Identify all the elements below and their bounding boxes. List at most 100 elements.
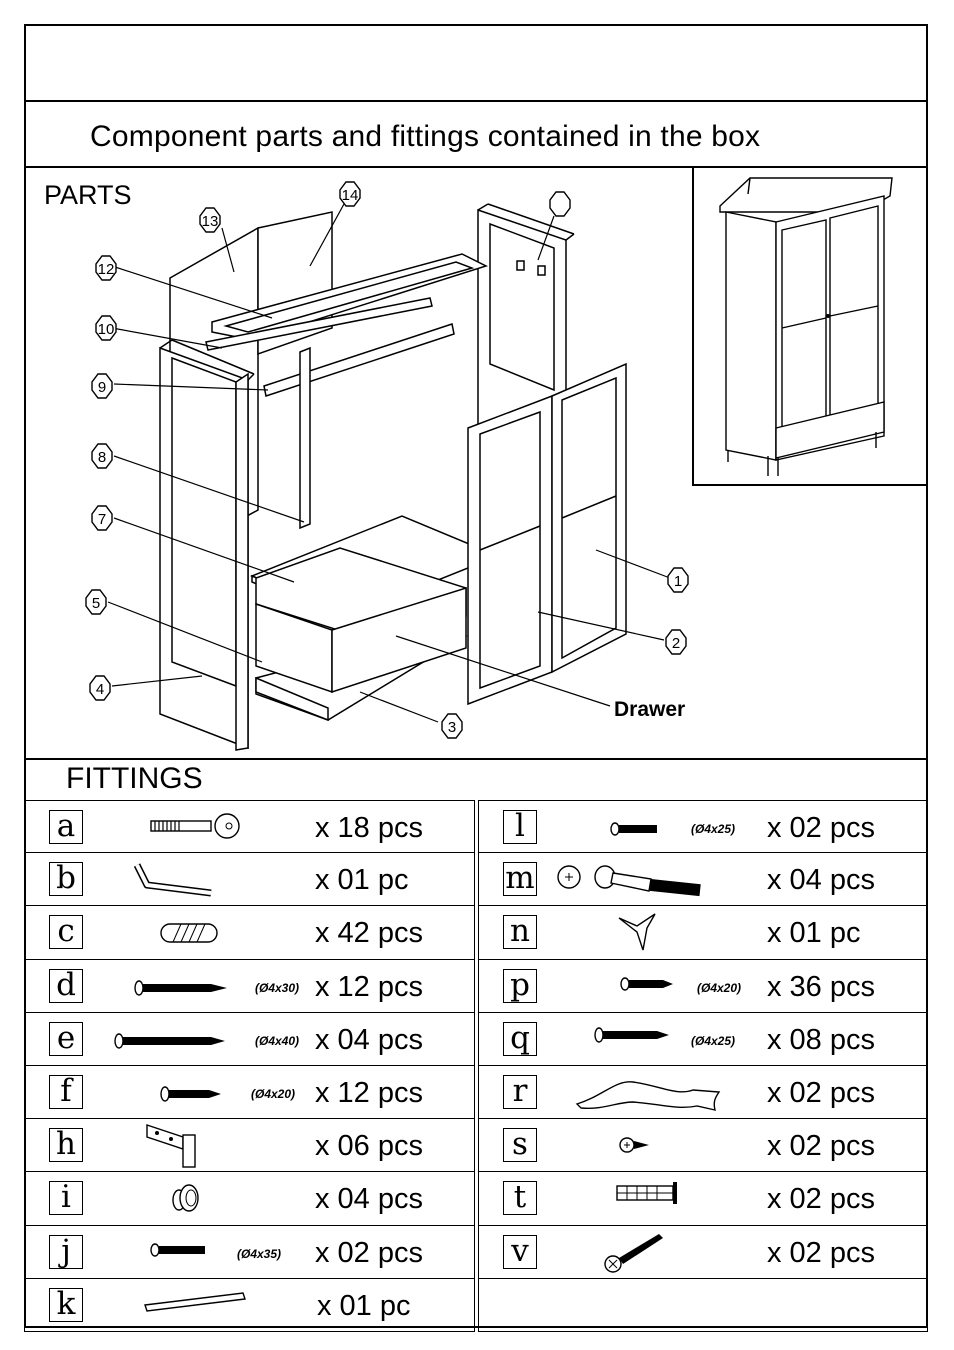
rail-bracket-icon [575, 1081, 721, 1111]
parts-heading: PARTS [44, 180, 132, 210]
fitting-spec: (Ø4x25) [691, 822, 736, 836]
y-bracket-icon [618, 913, 656, 951]
fitting-letter: r [503, 1074, 537, 1109]
fitting-quantity: x 12 pcs [315, 1076, 423, 1109]
centre-post [299, 346, 311, 530]
fitting-row: b x 01 pc [24, 853, 475, 907]
fitting-letter: t [503, 1181, 537, 1216]
part-number-8: 8 [91, 443, 113, 469]
fitting-row: t x 02 pcs [478, 1172, 928, 1226]
fitting-row: q (Ø4x25) x 08 pcs [478, 1012, 928, 1066]
fitting-row: k x 01 pc [24, 1278, 475, 1332]
fitting-row: i x 04 pcs [24, 1172, 475, 1226]
fitting-letter: k [49, 1287, 83, 1322]
fitting-quantity: x 42 pcs [315, 917, 423, 950]
svg-text:12: 12 [98, 261, 115, 278]
part-number-13: 14 [339, 181, 361, 207]
fitting-row: v x 02 pcs [478, 1225, 928, 1279]
part-number-14 [549, 191, 571, 217]
fittings-heading: FITTINGS [66, 762, 203, 795]
fitting-quantity: x 02 pcs [767, 812, 875, 844]
fittings-divider [24, 758, 928, 802]
fitting-letter: c [49, 915, 83, 950]
svg-text:7: 7 [98, 511, 106, 528]
empty-row [478, 1278, 928, 1332]
fitting-spec: (Ø4x35) [237, 1246, 282, 1261]
fitting-letter: d [49, 968, 83, 1003]
top-rail [205, 297, 433, 351]
fitting-quantity: x 02 pcs [767, 1076, 875, 1109]
fitting-letter: a [49, 810, 83, 844]
part-number-10: 10 [95, 315, 117, 341]
top-back-rail [263, 323, 455, 397]
fitting-spec: (Ø4x20) [251, 1086, 296, 1101]
page-title: Component parts and fittings contained i… [90, 120, 761, 153]
fitting-row: e (Ø4x40) x 04 pcs [24, 1012, 475, 1066]
svg-text:13: 13 [202, 213, 219, 230]
fitting-spec: (Ø4x25) [691, 1033, 736, 1048]
machine-screw-icon [610, 822, 657, 836]
part-number-4: 4 [89, 675, 111, 701]
fitting-letter: s [503, 1128, 537, 1163]
fittings-column-left: a x 18 pcs b x 01 pc c x 42 pcs d [24, 800, 475, 1332]
fitting-letter: b [49, 862, 83, 897]
screw-icon [620, 976, 673, 991]
screw-icon [134, 979, 227, 996]
fitting-letter: j [49, 1234, 83, 1269]
screw-icon [594, 1027, 669, 1043]
allen-key-icon [133, 863, 212, 897]
fitting-quantity: x 01 pc [315, 864, 409, 897]
part-number-11: 12 [95, 255, 117, 281]
exploded-parts-diagram: 12 10 9 8 7 5 4 13 14 1 2 3 [85, 181, 689, 751]
part-number-2: 2 [665, 629, 687, 655]
fitting-quantity: x 01 pc [317, 1289, 411, 1322]
knob-icon [172, 1184, 199, 1213]
fitting-row: s x 02 pcs [478, 1119, 928, 1173]
fitting-quantity: x 02 pcs [767, 1183, 875, 1216]
long-screw-icon [114, 1033, 225, 1049]
fitting-row: p (Ø4x20) x 36 pcs [478, 959, 928, 1013]
part-number-1: 1 [667, 567, 689, 593]
fitting-letter: e [49, 1021, 83, 1056]
fitting-quantity: x 01 pc [767, 917, 861, 950]
fitting-row: c x 42 pcs [24, 906, 475, 960]
wall-plug-icon [616, 1182, 677, 1205]
svg-text:3: 3 [448, 719, 456, 736]
fitting-letter: m [503, 862, 537, 897]
machine-screw-icon [150, 1242, 205, 1257]
fitting-row: r x 02 pcs [478, 1065, 928, 1120]
fittings-column-right: l (Ø4x25) x 02 pcs m x 04 pcs n x 01 pc … [478, 800, 928, 1332]
hanging-rail-icon [144, 1291, 246, 1312]
wooden-dowel-icon [160, 923, 218, 944]
fitting-row: j (Ø4x35) x 02 pcs [24, 1225, 475, 1279]
fitting-quantity: x 12 pcs [315, 970, 423, 1003]
part-number-3: 3 [441, 713, 463, 739]
fitting-quantity: x 36 pcs [767, 970, 875, 1003]
fitting-spec: (Ø4x40) [255, 1033, 300, 1048]
svg-text:10: 10 [98, 321, 115, 338]
fitting-quantity: x 04 pcs [767, 864, 875, 897]
fitting-letter: l [503, 810, 537, 844]
fitting-spec: (Ø4x20) [697, 980, 742, 995]
fitting-row: a x 18 pcs [24, 800, 475, 854]
fitting-row: l (Ø4x25) x 02 pcs [478, 800, 928, 854]
wood-screw-icon [604, 1233, 663, 1273]
assembled-wardrobe-image [719, 177, 893, 476]
fitting-quantity: x 02 pcs [767, 1130, 875, 1163]
part-number-9: 9 [91, 373, 113, 399]
fitting-spec: (Ø4x30) [255, 980, 300, 995]
fitting-quantity: x 04 pcs [315, 1023, 423, 1056]
fitting-letter: n [503, 915, 537, 950]
fitting-quantity: x 06 pcs [315, 1130, 423, 1163]
fitting-row: f (Ø4x20) x 12 pcs [24, 1065, 475, 1120]
cam-bolt-icon [150, 813, 240, 839]
svg-text:9: 9 [98, 379, 106, 396]
fitting-row: d (Ø4x30) x 12 pcs [24, 959, 475, 1013]
fitting-letter: q [503, 1021, 537, 1056]
fitting-letter: v [503, 1234, 537, 1269]
fitting-quantity: x 18 pcs [315, 812, 423, 844]
svg-text:4: 4 [96, 681, 104, 698]
fitting-quantity: x 02 pcs [315, 1236, 423, 1269]
part-number-5: 5 [85, 589, 107, 615]
fitting-letter: p [503, 968, 537, 1003]
